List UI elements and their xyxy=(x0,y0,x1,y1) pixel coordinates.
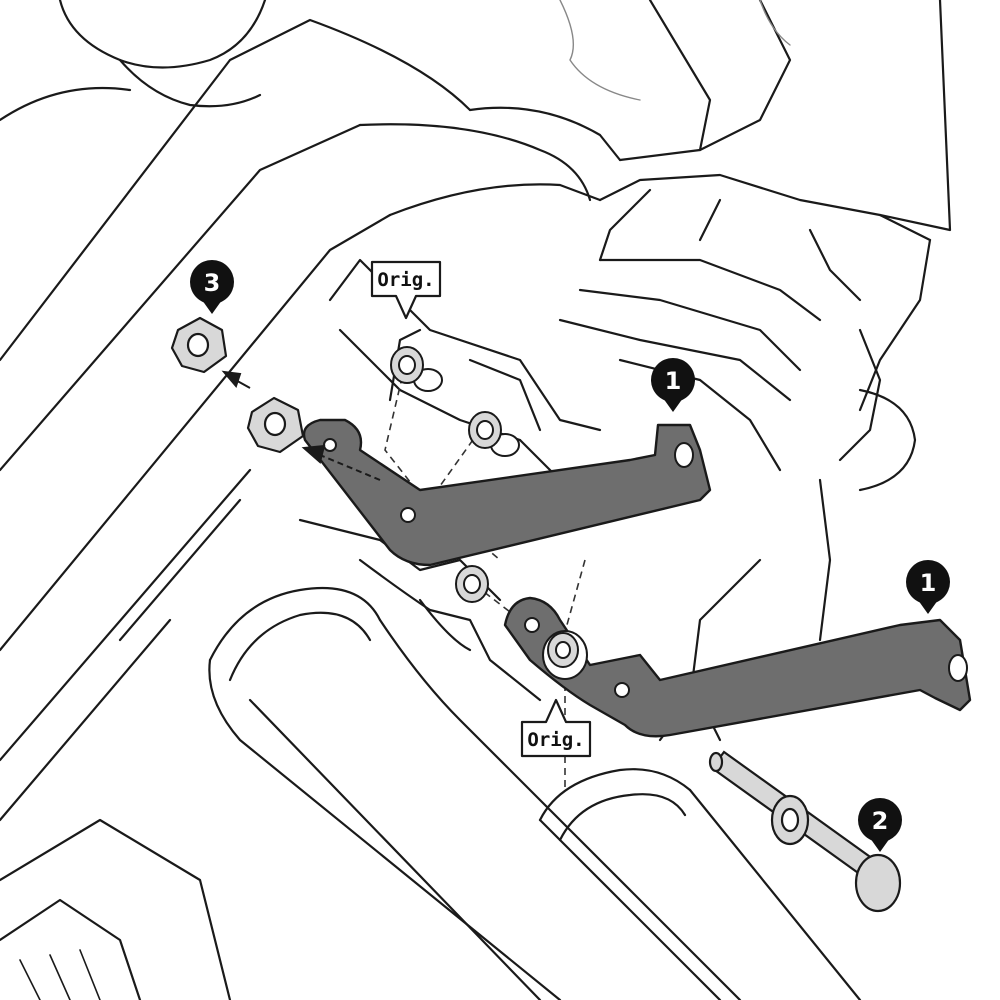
callout-bolt-label: 2 xyxy=(872,807,889,835)
bolt-part-2 xyxy=(708,750,902,913)
callout-nut-label: 3 xyxy=(204,269,221,297)
bracket-hole xyxy=(674,442,694,468)
original-bolt-lower-2 xyxy=(542,630,588,680)
orig-tag-upper: Orig. xyxy=(370,260,442,320)
bolt-head xyxy=(854,853,902,913)
nut-part-3 xyxy=(170,316,305,454)
orig-tag-lower: Orig. xyxy=(520,698,592,758)
callout-nut: 3 xyxy=(190,260,234,314)
vehicle-outline xyxy=(0,0,952,1000)
callout-bracket-lower-label: 1 xyxy=(920,569,937,597)
bracket-hole xyxy=(323,438,337,452)
direction-arrows xyxy=(221,370,381,481)
bracket-hole xyxy=(614,682,630,698)
bracket-lower xyxy=(503,596,972,738)
bracket-hole xyxy=(400,507,416,523)
bracket-hole xyxy=(948,654,968,682)
callout-bolt: 2 xyxy=(858,798,902,852)
callout-bracket-upper: 1 xyxy=(651,358,695,412)
orig-tag-lower-label: Orig. xyxy=(527,729,584,751)
original-bolt-lower xyxy=(455,565,489,603)
callout-bracket-upper-label: 1 xyxy=(665,367,682,395)
bracket-hole xyxy=(524,617,540,633)
callout-bracket-lower: 1 xyxy=(906,560,950,614)
original-bolt-upper xyxy=(390,346,443,392)
orig-tag-upper-label: Orig. xyxy=(377,269,434,291)
bracket-upper xyxy=(302,418,712,567)
original-bolt-upper-2 xyxy=(468,411,520,457)
